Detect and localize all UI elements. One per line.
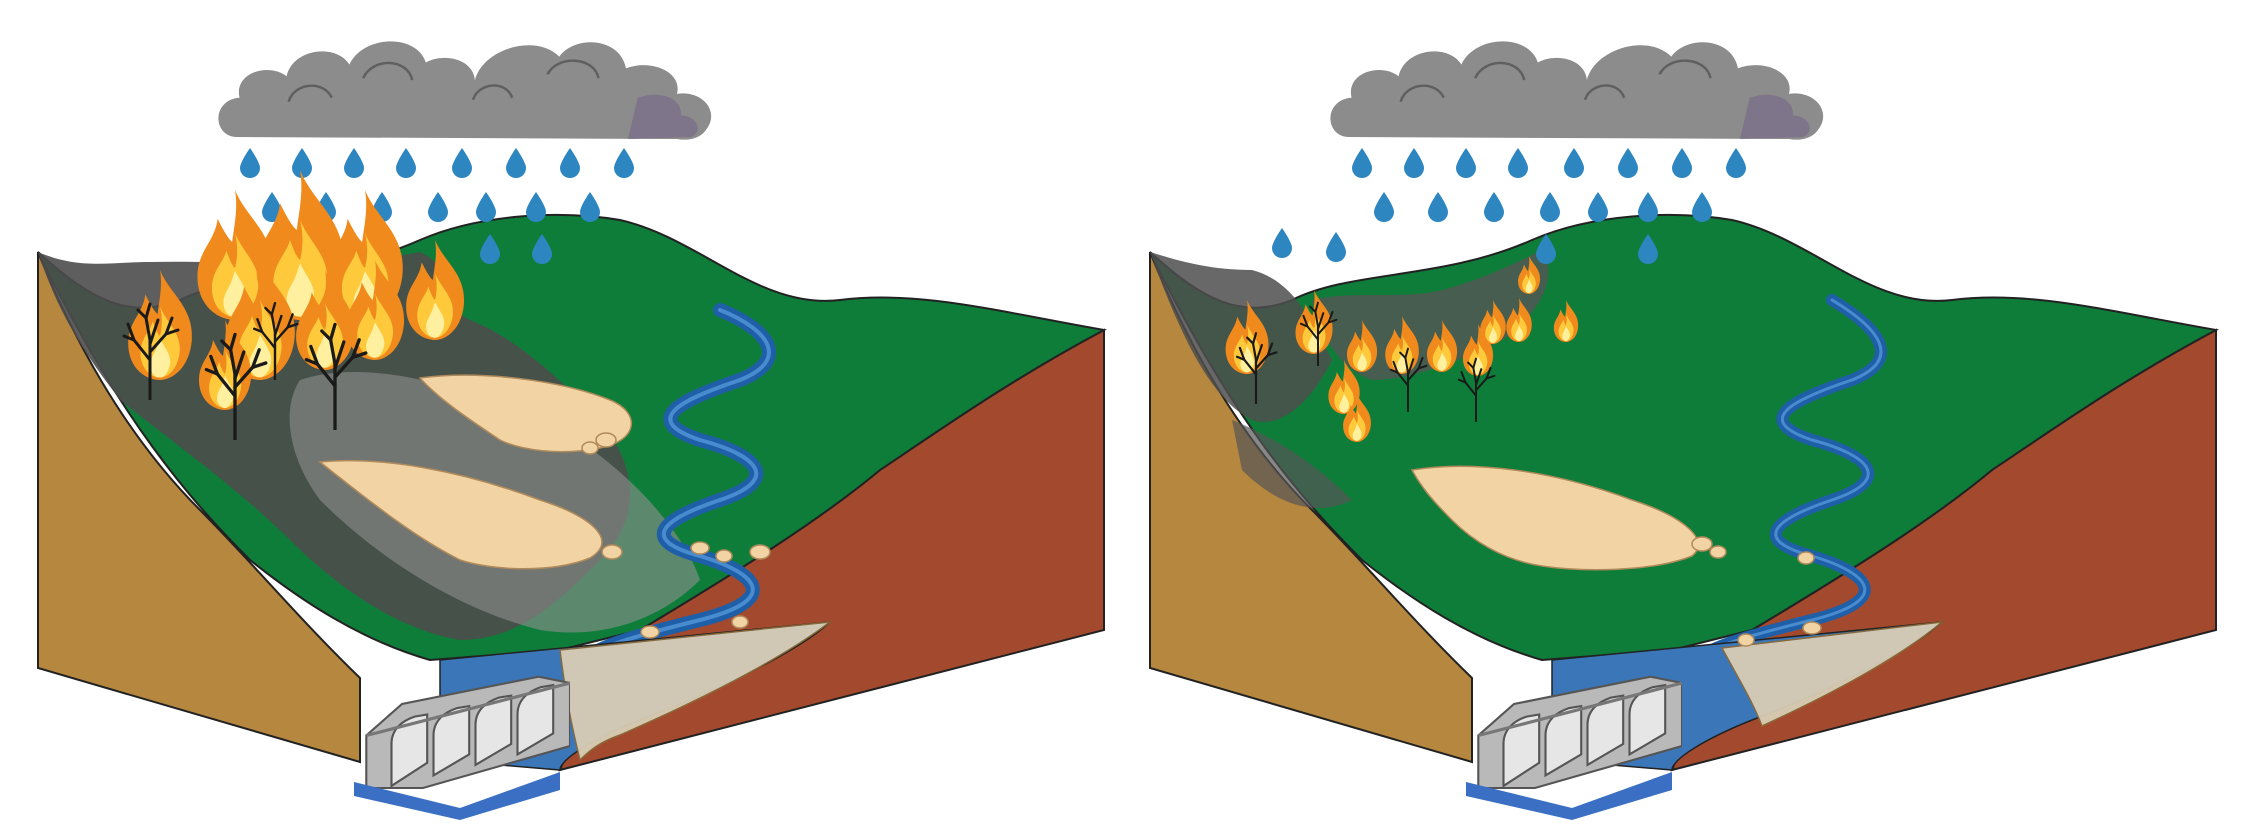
raindrop-icon — [452, 148, 472, 178]
panel-left-severe-fire — [38, 41, 1104, 820]
raindrop-icon — [1564, 148, 1584, 178]
raindrop-icon — [1672, 148, 1692, 178]
dam-icon — [1478, 677, 1682, 788]
raindrop-icon — [560, 148, 580, 178]
raindrop-icon — [292, 148, 312, 178]
raindrop-icon — [580, 192, 600, 222]
raindrop-icon — [1272, 228, 1292, 258]
raindrop-icon — [1456, 148, 1476, 178]
raindrop-icon — [1428, 192, 1448, 222]
raindrop-icon — [1692, 192, 1712, 222]
raindrop-icon — [1726, 148, 1746, 178]
raindrop-icon — [1618, 148, 1638, 178]
dam-icon — [366, 677, 570, 788]
raindrop-icon — [1540, 192, 1560, 222]
cloud-icon — [218, 41, 711, 139]
panel-right-low-fire — [1150, 41, 2216, 820]
raindrop-icon — [240, 148, 260, 178]
raindrop-icon — [1352, 148, 1372, 178]
raindrop-icon — [1404, 148, 1424, 178]
raindrop-icon — [428, 192, 448, 222]
raindrop-icon — [614, 148, 634, 178]
raindrop-icon — [1484, 192, 1504, 222]
raindrop-icon — [344, 148, 364, 178]
raindrop-icon — [1326, 232, 1346, 262]
raindrop-icon — [1638, 192, 1658, 222]
raindrop-icon — [1508, 148, 1528, 178]
raindrop-icon — [506, 148, 526, 178]
raindrop-icon — [396, 148, 416, 178]
raindrop-icon — [526, 192, 546, 222]
raindrop-icon — [1374, 192, 1394, 222]
raindrop-icon — [476, 192, 496, 222]
raindrop-icon — [1588, 192, 1608, 222]
cloud-icon — [1330, 41, 1823, 139]
